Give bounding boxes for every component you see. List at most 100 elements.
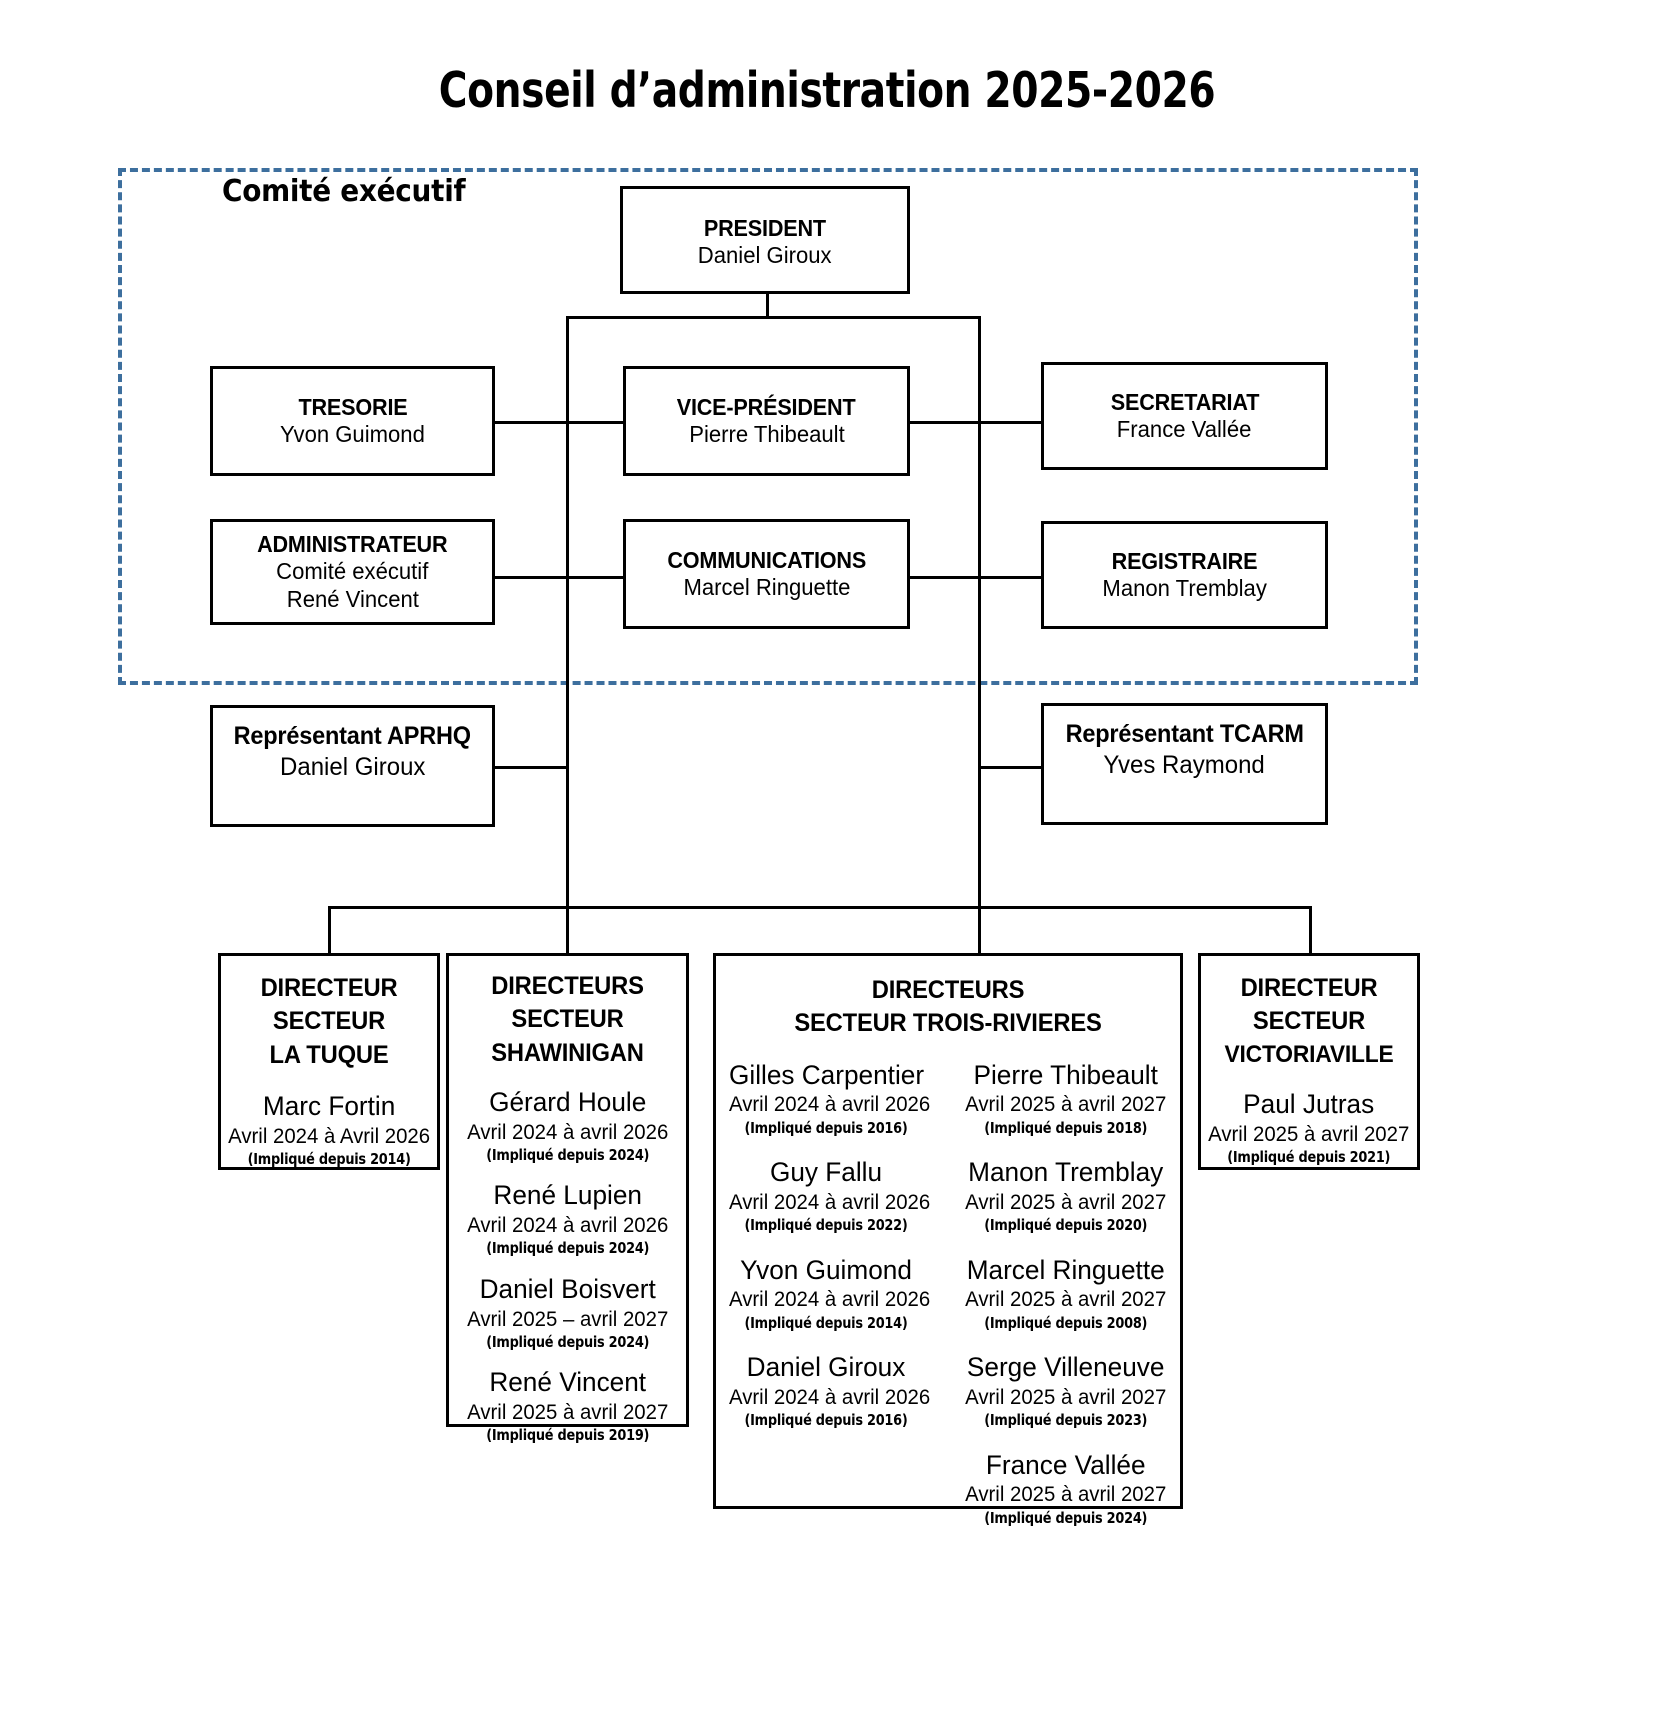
exec-box-vice-president[interactable]: VICE-PRÉSIDENT Pierre Thibeault — [623, 366, 910, 476]
director-since: (Impliqué depuis 2024) — [486, 1239, 649, 1258]
sector-box-shawinigan[interactable]: DIRECTEURS SECTEUR SHAWINIGAN Gérard Hou… — [446, 953, 689, 1444]
director-term: Avril 2025 à avril 2027 — [466, 1401, 669, 1424]
director-since: (Impliqué depuis 2021) — [1227, 1148, 1391, 1167]
executive-committee-label: Comité exécutif — [222, 174, 466, 209]
sector-title-trois-rivieres-line2: SECTEUR TROIS-RIVIERES — [794, 1009, 1102, 1038]
director-term: Avril 2025 à avril 2027 — [1208, 1123, 1410, 1147]
director-term: Avril 2025 à avril 2027 — [965, 1385, 1167, 1409]
exec-box-communications[interactable]: COMMUNICATIONS Marcel Ringuette — [623, 519, 910, 629]
director-since: (Impliqué depuis 2020) — [984, 1216, 1148, 1234]
exec-role-administrateur: ADMINISTRATEUR — [257, 530, 448, 557]
director-name: Gérard Houle — [488, 1086, 647, 1117]
sector-column: Marc Fortin Avril 2024 à Avril 2026 (Imp… — [225, 1090, 433, 1182]
exec-person-communications: Marcel Ringuette — [683, 573, 850, 600]
connector-exec-bus — [566, 316, 981, 319]
sector-title-victoriaville-line3: VICTORIAVILLE — [1224, 1040, 1394, 1068]
rep-box-aprhq[interactable]: Représentant APRHQ Daniel Giroux — [210, 705, 495, 827]
director-term: Avril 2024 à avril 2026 — [729, 1288, 931, 1312]
director-entry: René Vincent Avril 2025 à avril 2027 (Im… — [464, 1366, 671, 1446]
connector-left-spine — [566, 316, 569, 908]
sector-title-shawinigan-line1: DIRECTEURS — [491, 972, 644, 1000]
connector-sector-victoriaville — [1309, 906, 1312, 955]
director-since: (Impliqué depuis 2014) — [744, 1313, 908, 1332]
director-term: Avril 2024 à Avril 2026 — [228, 1124, 430, 1148]
director-entry: Yvon Guimond Avril 2024 à avril 2026 (Im… — [726, 1254, 931, 1334]
sector-box-victoriaville[interactable]: DIRECTEUR SECTEUR VICTORIAVILLE Paul Jut… — [1198, 953, 1420, 1170]
sector-title-trois-rivieres-line1: DIRECTEURS — [871, 976, 1025, 1004]
connector-president-down — [766, 293, 769, 318]
sector-column-left: Gilles Carpentier Avril 2024 à avril 202… — [726, 1059, 931, 1431]
exec-box-secretariat[interactable]: SECRETARIAT France Vallée — [1041, 362, 1328, 470]
director-since: (Impliqué depuis 2019) — [486, 1426, 649, 1445]
rep-role-aprhq: Représentant APRHQ — [233, 722, 472, 750]
director-term: Avril 2024 à avril 2026 — [729, 1093, 931, 1117]
director-name: Paul Jutras — [1243, 1089, 1375, 1120]
director-term: Avril 2024 à avril 2026 — [466, 1214, 669, 1237]
director-name: Marcel Ringuette — [966, 1254, 1165, 1285]
sector-title-la-tuque-line2: SECTEUR — [272, 1007, 386, 1036]
exec-role-tresorie: TRESORIE — [297, 393, 408, 420]
exec-box-registraire[interactable]: REGISTRAIRE Manon Tremblay — [1041, 521, 1328, 629]
sector-column-right: Pierre Thibeault Avril 2025 à avril 2027… — [962, 1059, 1169, 1529]
exec-box-administrateur[interactable]: ADMINISTRATEUR Comité exécutif René Vinc… — [210, 519, 495, 625]
director-since: (Impliqué depuis 2018) — [984, 1118, 1148, 1137]
exec-box-president[interactable]: PRESIDENT Daniel Giroux — [620, 186, 910, 294]
connector-administrateur — [494, 576, 629, 579]
director-since: (Impliqué depuis 2016) — [744, 1118, 908, 1137]
page-title: Conseil d’administration 2025-2026 — [438, 62, 1216, 119]
director-since: (Impliqué depuis 2008) — [984, 1313, 1148, 1332]
exec-box-tresorie[interactable]: TRESORIE Yvon Guimond — [210, 366, 495, 476]
director-name: René Lupien — [493, 1180, 642, 1211]
rep-box-tcarm[interactable]: Représentant TCARM Yves Raymond — [1041, 703, 1328, 825]
sector-title-la-tuque-line1: DIRECTEUR — [260, 974, 398, 1002]
director-name: Yvon Guimond — [740, 1254, 913, 1285]
exec-role-registraire: REGISTRAIRE — [1111, 547, 1258, 574]
director-entry: Daniel Giroux Avril 2024 à avril 2026 (I… — [726, 1351, 931, 1431]
connector-right-spine — [978, 316, 981, 908]
director-entry: Marcel Ringuette Avril 2025 à avril 2027… — [962, 1254, 1169, 1334]
connector-tresorie — [494, 421, 629, 424]
sector-column: Gérard Houle Avril 2024 à avril 2026 (Im… — [464, 1086, 671, 1446]
sector-title-la-tuque-line3: LA TUQUE — [269, 1040, 389, 1069]
exec-person-administrateur-line2: René Vincent — [286, 585, 419, 612]
director-entry: Guy Fallu Avril 2024 à avril 2026 (Impli… — [726, 1156, 931, 1236]
director-since: (Impliqué depuis 2023) — [984, 1411, 1148, 1429]
director-entry: Pierre Thibeault Avril 2025 à avril 2027… — [962, 1059, 1169, 1139]
director-entry: Marc Fortin Avril 2024 à Avril 2026 (Imp… — [225, 1090, 433, 1170]
exec-person-tresorie: Yvon Guimond — [280, 420, 425, 447]
director-term: Avril 2024 à avril 2026 — [466, 1120, 669, 1144]
director-since: (Impliqué depuis 2024) — [486, 1145, 649, 1164]
sector-box-trois-rivieres[interactable]: DIRECTEURS SECTEUR TROIS-RIVIERES Gilles… — [713, 953, 1183, 1527]
director-entry: Serge Villeneuve Avril 2025 à avril 2027… — [962, 1351, 1169, 1431]
director-term: Avril 2024 à avril 2026 — [729, 1190, 931, 1214]
director-since: (Impliqué depuis 2024) — [984, 1508, 1148, 1527]
rep-person-tcarm: Yves Raymond — [1103, 750, 1266, 779]
connector-rep-tcarm — [978, 766, 1046, 769]
director-term: Avril 2025 à avril 2027 — [965, 1288, 1167, 1312]
connector-sector-trois-rivieres — [978, 906, 981, 955]
director-entry: Manon Tremblay Avril 2025 à avril 2027 (… — [962, 1156, 1169, 1236]
director-since: (Impliqué depuis 2022) — [744, 1216, 908, 1234]
director-entry: Gérard Houle Avril 2024 à avril 2026 (Im… — [464, 1086, 671, 1166]
exec-person-secretariat: France Vallée — [1117, 415, 1252, 442]
sector-title-shawinigan-line3: SHAWINIGAN — [491, 1038, 644, 1067]
executive-committee-frame — [118, 168, 1418, 685]
sector-title-victoriaville-line1: DIRECTEUR — [1240, 974, 1378, 1002]
director-since: (Impliqué depuis 2014) — [247, 1149, 411, 1168]
director-entry: Daniel Boisvert Avril 2025 – avril 2027 … — [464, 1273, 671, 1353]
director-term: Avril 2025 à avril 2027 — [965, 1483, 1167, 1507]
connector-secretariat — [908, 421, 1043, 424]
sector-box-la-tuque[interactable]: DIRECTEUR SECTEUR LA TUQUE Marc Fortin A… — [218, 953, 440, 1170]
director-since: (Impliqué depuis 2016) — [744, 1411, 908, 1429]
director-term: Avril 2025 à avril 2027 — [965, 1093, 1167, 1117]
director-name: Guy Fallu — [770, 1157, 883, 1187]
director-entry: France Vallée Avril 2025 à avril 2027 (I… — [962, 1449, 1169, 1529]
director-term: Avril 2024 à avril 2026 — [729, 1385, 931, 1409]
rep-role-tcarm: Représentant TCARM — [1065, 720, 1304, 748]
director-name: Daniel Boisvert — [479, 1273, 656, 1304]
sector-title-victoriaville-line2: SECTEUR — [1252, 1007, 1366, 1036]
exec-person-vice-president: Pierre Thibeault — [688, 420, 845, 447]
director-name: France Vallée — [986, 1449, 1146, 1480]
exec-role-vice-president: VICE-PRÉSIDENT — [677, 393, 856, 420]
